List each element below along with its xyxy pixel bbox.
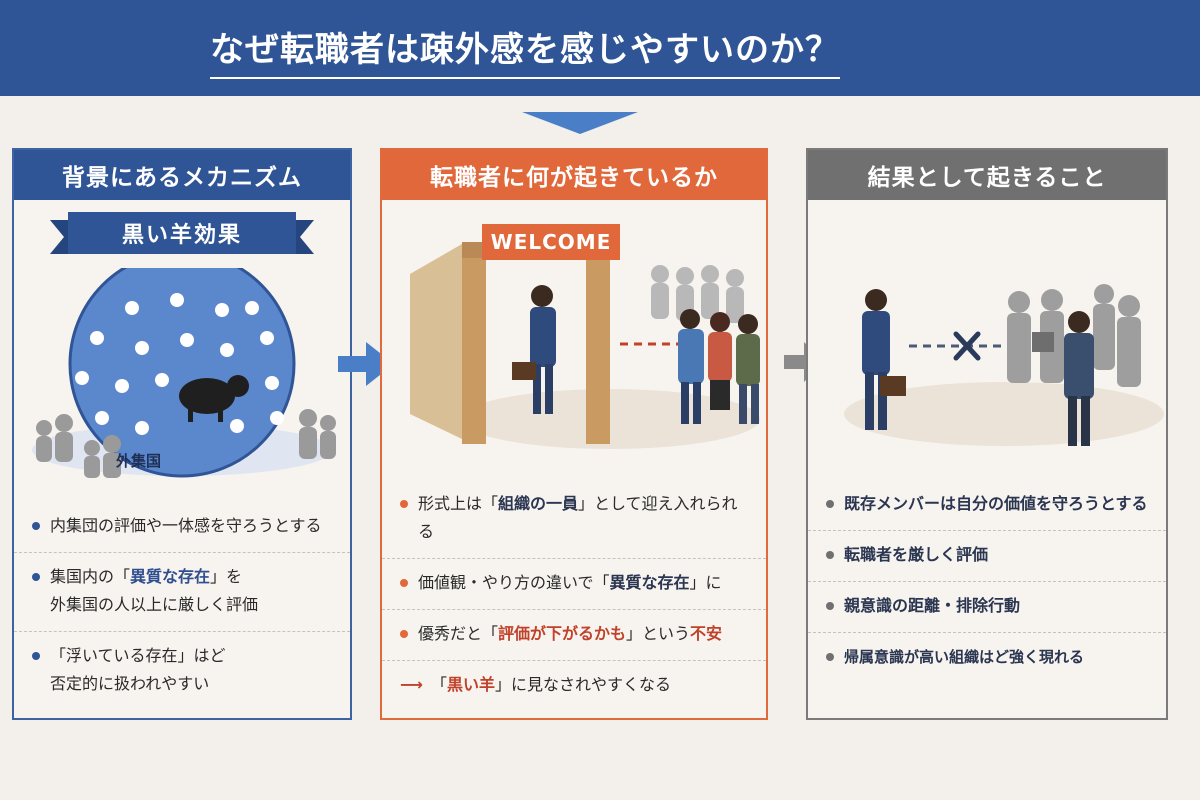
- item-text-part: 集国内の「: [50, 567, 131, 586]
- list-item: 既存メンバーは自分の価値を守ろうとする: [808, 480, 1166, 531]
- happening-heading: 転職者に何が起きているか: [382, 150, 766, 200]
- existing-members-group: [678, 309, 760, 424]
- header-band: [0, 0, 1200, 96]
- item-text: 「黒い羊」に見なされやすくなる: [431, 671, 671, 699]
- newcomer-person: [862, 289, 906, 430]
- item-text: 帰属意識が高い組織はど強く現れる: [844, 648, 1085, 666]
- welcome-gate-illustration: [410, 224, 760, 449]
- background-people: [651, 265, 744, 323]
- black-sheep-ribbon: 黒い羊効果: [50, 212, 314, 254]
- down-arrow-icon: [522, 112, 638, 134]
- title-box: なぜ転職者は疎外感を感じやすいのか？: [175, 18, 875, 82]
- briefcase-icon: [880, 376, 906, 396]
- item-text: 価値観・やり方の違いで「異質な存在」に: [418, 569, 722, 597]
- item-highlight: 異質な存在: [609, 573, 690, 592]
- ribbon-tail-right: [294, 220, 314, 254]
- cross-icon: [953, 331, 981, 361]
- item-text: 優秀だと「評価が下がるかも」という不安: [418, 620, 722, 648]
- list-item: 帰属意識が高い組織はど強く現れる: [808, 633, 1166, 683]
- outgroup-people-right: [299, 409, 336, 459]
- mechanism-list: 内集団の評価や一体感を守ろうとする 集国内の「異質な存在」を 外集国の人以上に厳…: [14, 502, 350, 710]
- result-panel: 結果として起きること: [806, 148, 1168, 720]
- bullet-icon: [400, 630, 408, 638]
- item-highlight: 自分の価値: [956, 494, 1037, 513]
- gate-wall: [410, 244, 462, 439]
- list-item: ⟶ 「黒い羊」に見なされやすくなる: [382, 661, 766, 711]
- ribbon-label: 黒い羊効果: [68, 212, 296, 254]
- item-text: 集国内の「異質な存在」を 外集国の人以上に厳しく評価: [50, 563, 258, 619]
- item-text-part: 「: [430, 675, 447, 694]
- list-item: 親意識の距離・排除行動: [808, 582, 1166, 633]
- list-item: 転職者を厳しく評価: [808, 531, 1166, 582]
- item-text: 形式上は「組織の一員」として迎え入れられる: [418, 490, 748, 546]
- newcomer-person: [512, 285, 556, 414]
- evaluator-person: [1064, 311, 1094, 446]
- list-item: 形式上は「組織の一員」として迎え入れられる: [382, 480, 766, 559]
- bullet-icon: [826, 653, 834, 661]
- exclusion-illustration: [844, 284, 1164, 446]
- ingroup-dots: [75, 293, 284, 435]
- list-item: 「浮いている存在」はど 否定的に扱われやすい: [14, 632, 350, 710]
- happening-panel: 転職者に何が起きているか: [380, 148, 768, 720]
- item-highlight: 組織の一員: [498, 494, 579, 513]
- item-text-part: 否定的に扱われやすい: [50, 674, 210, 693]
- item-text: 既存メンバーは自分の価値を守ろうとする: [844, 490, 1148, 518]
- item-text-part: 既存メンバーは: [844, 494, 957, 513]
- item-text-part: 」に見なされやすくなる: [494, 675, 671, 694]
- outgroup-label: 外集国: [116, 452, 162, 470]
- black-sheep-illustration: [32, 268, 336, 478]
- result-heading: 結果として起きること: [808, 150, 1166, 200]
- item-text-part: 外集国の人以上に厳しく評価: [50, 595, 259, 614]
- item-text-part: 」に: [689, 573, 722, 592]
- item-text-part: 価値観・やり方の違いで「: [418, 573, 610, 592]
- bullet-icon: [400, 579, 408, 587]
- list-item: 集国内の「異質な存在」を 外集国の人以上に厳しく評価: [14, 553, 350, 632]
- item-text-part: 優秀だと「: [418, 624, 499, 643]
- bullet-icon: [32, 573, 40, 581]
- item-text: 親意識の距離・排除行動: [844, 596, 1021, 615]
- briefcase-icon: [512, 362, 536, 380]
- item-text-part: を守ろうとする: [1036, 494, 1148, 513]
- list-item: 価値観・やり方の違いで「異質な存在」に: [382, 559, 766, 610]
- list-item: 内集団の評価や一体感を守ろうとする: [14, 502, 350, 553]
- outgroup-people-left: [36, 414, 121, 478]
- item-text-part: 」という: [626, 624, 691, 643]
- gate-pillar-right: [586, 254, 610, 444]
- bullet-icon: [32, 522, 40, 530]
- result-list: 既存メンバーは自分の価値を守ろうとする 転職者を厳しく評価 親意識の距離・排除行…: [808, 480, 1166, 683]
- bullet-icon: [826, 602, 834, 610]
- item-text: 内集団の評価や一体感を守ろうとする: [50, 516, 322, 535]
- bullet-icon: [400, 500, 408, 508]
- gate-pillar-left: [462, 254, 486, 444]
- welcome-sign: [482, 224, 620, 260]
- item-text-part: 形式上は「: [418, 494, 499, 513]
- excluding-group: [1007, 284, 1141, 387]
- item-text: 転職者を厳しく評価: [844, 545, 989, 564]
- item-text-part: 」として迎え入れられる: [418, 494, 738, 541]
- welcome-text: WELCOME: [490, 230, 612, 254]
- mechanism-panel: 背景にあるメカニズム 黒い羊効果: [12, 148, 352, 720]
- item-text-part: 「浮いている存在」はど: [50, 646, 226, 665]
- ribbon-tail-left: [50, 220, 70, 254]
- item-highlight: 評価が下がるかも: [498, 624, 627, 643]
- bullet-icon: [32, 652, 40, 660]
- bullet-icon: [826, 551, 834, 559]
- red-arrow-icon: ⟶: [400, 675, 423, 694]
- mechanism-heading: 背景にあるメカニズム: [14, 150, 350, 200]
- page-title: なぜ転職者は疎外感を感じやすいのか？: [210, 22, 840, 79]
- item-text: 「浮いている存在」はど 否定的に扱われやすい: [50, 642, 226, 698]
- item-highlight: 黒い羊: [446, 675, 495, 694]
- item-text-part: 」を: [210, 567, 243, 586]
- item-highlight: 不安: [690, 624, 723, 643]
- black-sheep-icon: [179, 375, 249, 422]
- bullet-icon: [826, 500, 834, 508]
- happening-list: 形式上は「組織の一員」として迎え入れられる 価値観・やり方の違いで「異質な存在」…: [382, 480, 766, 711]
- list-item: 優秀だと「評価が下がるかも」という不安: [382, 610, 766, 661]
- item-highlight: 異質な存在: [130, 567, 211, 586]
